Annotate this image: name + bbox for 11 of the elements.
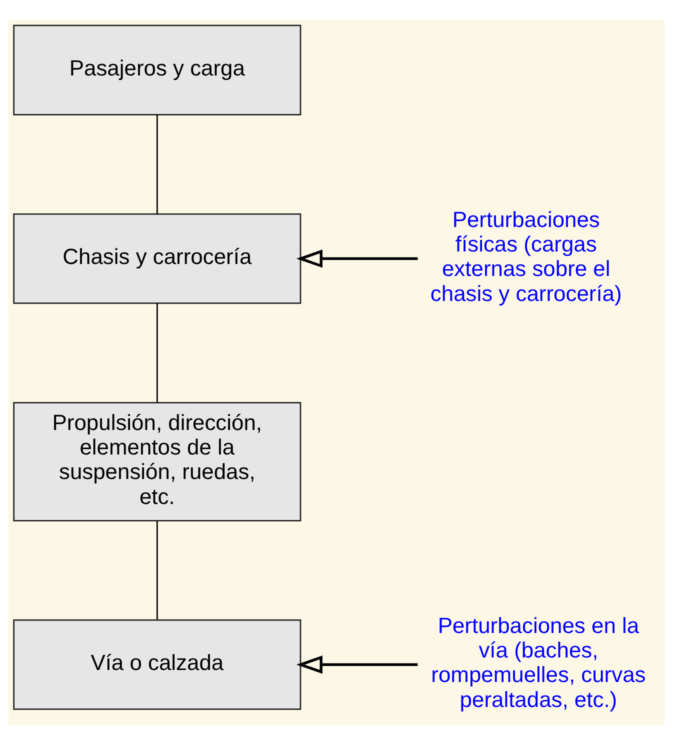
connector [156, 115, 158, 214]
node-box: Propulsión, dirección, elementos de la suspensión, ruedas, etc. [13, 402, 302, 522]
connector [156, 520, 158, 620]
arrow [296, 656, 418, 674]
node-text: Perturbaciones en la vía (baches, rompemuelles, curvas peraltadas, etc.) [431, 612, 646, 712]
arrow [296, 250, 418, 268]
node-text: Perturbaciones físicas (cargas externas sobre el chasis y carrocería) [430, 206, 622, 306]
node-box: Pasajeros y carga [13, 24, 302, 116]
connector [156, 303, 158, 402]
node-box: Chasis y carrocería [13, 213, 302, 304]
node-box: Vía o calzada [13, 619, 302, 710]
